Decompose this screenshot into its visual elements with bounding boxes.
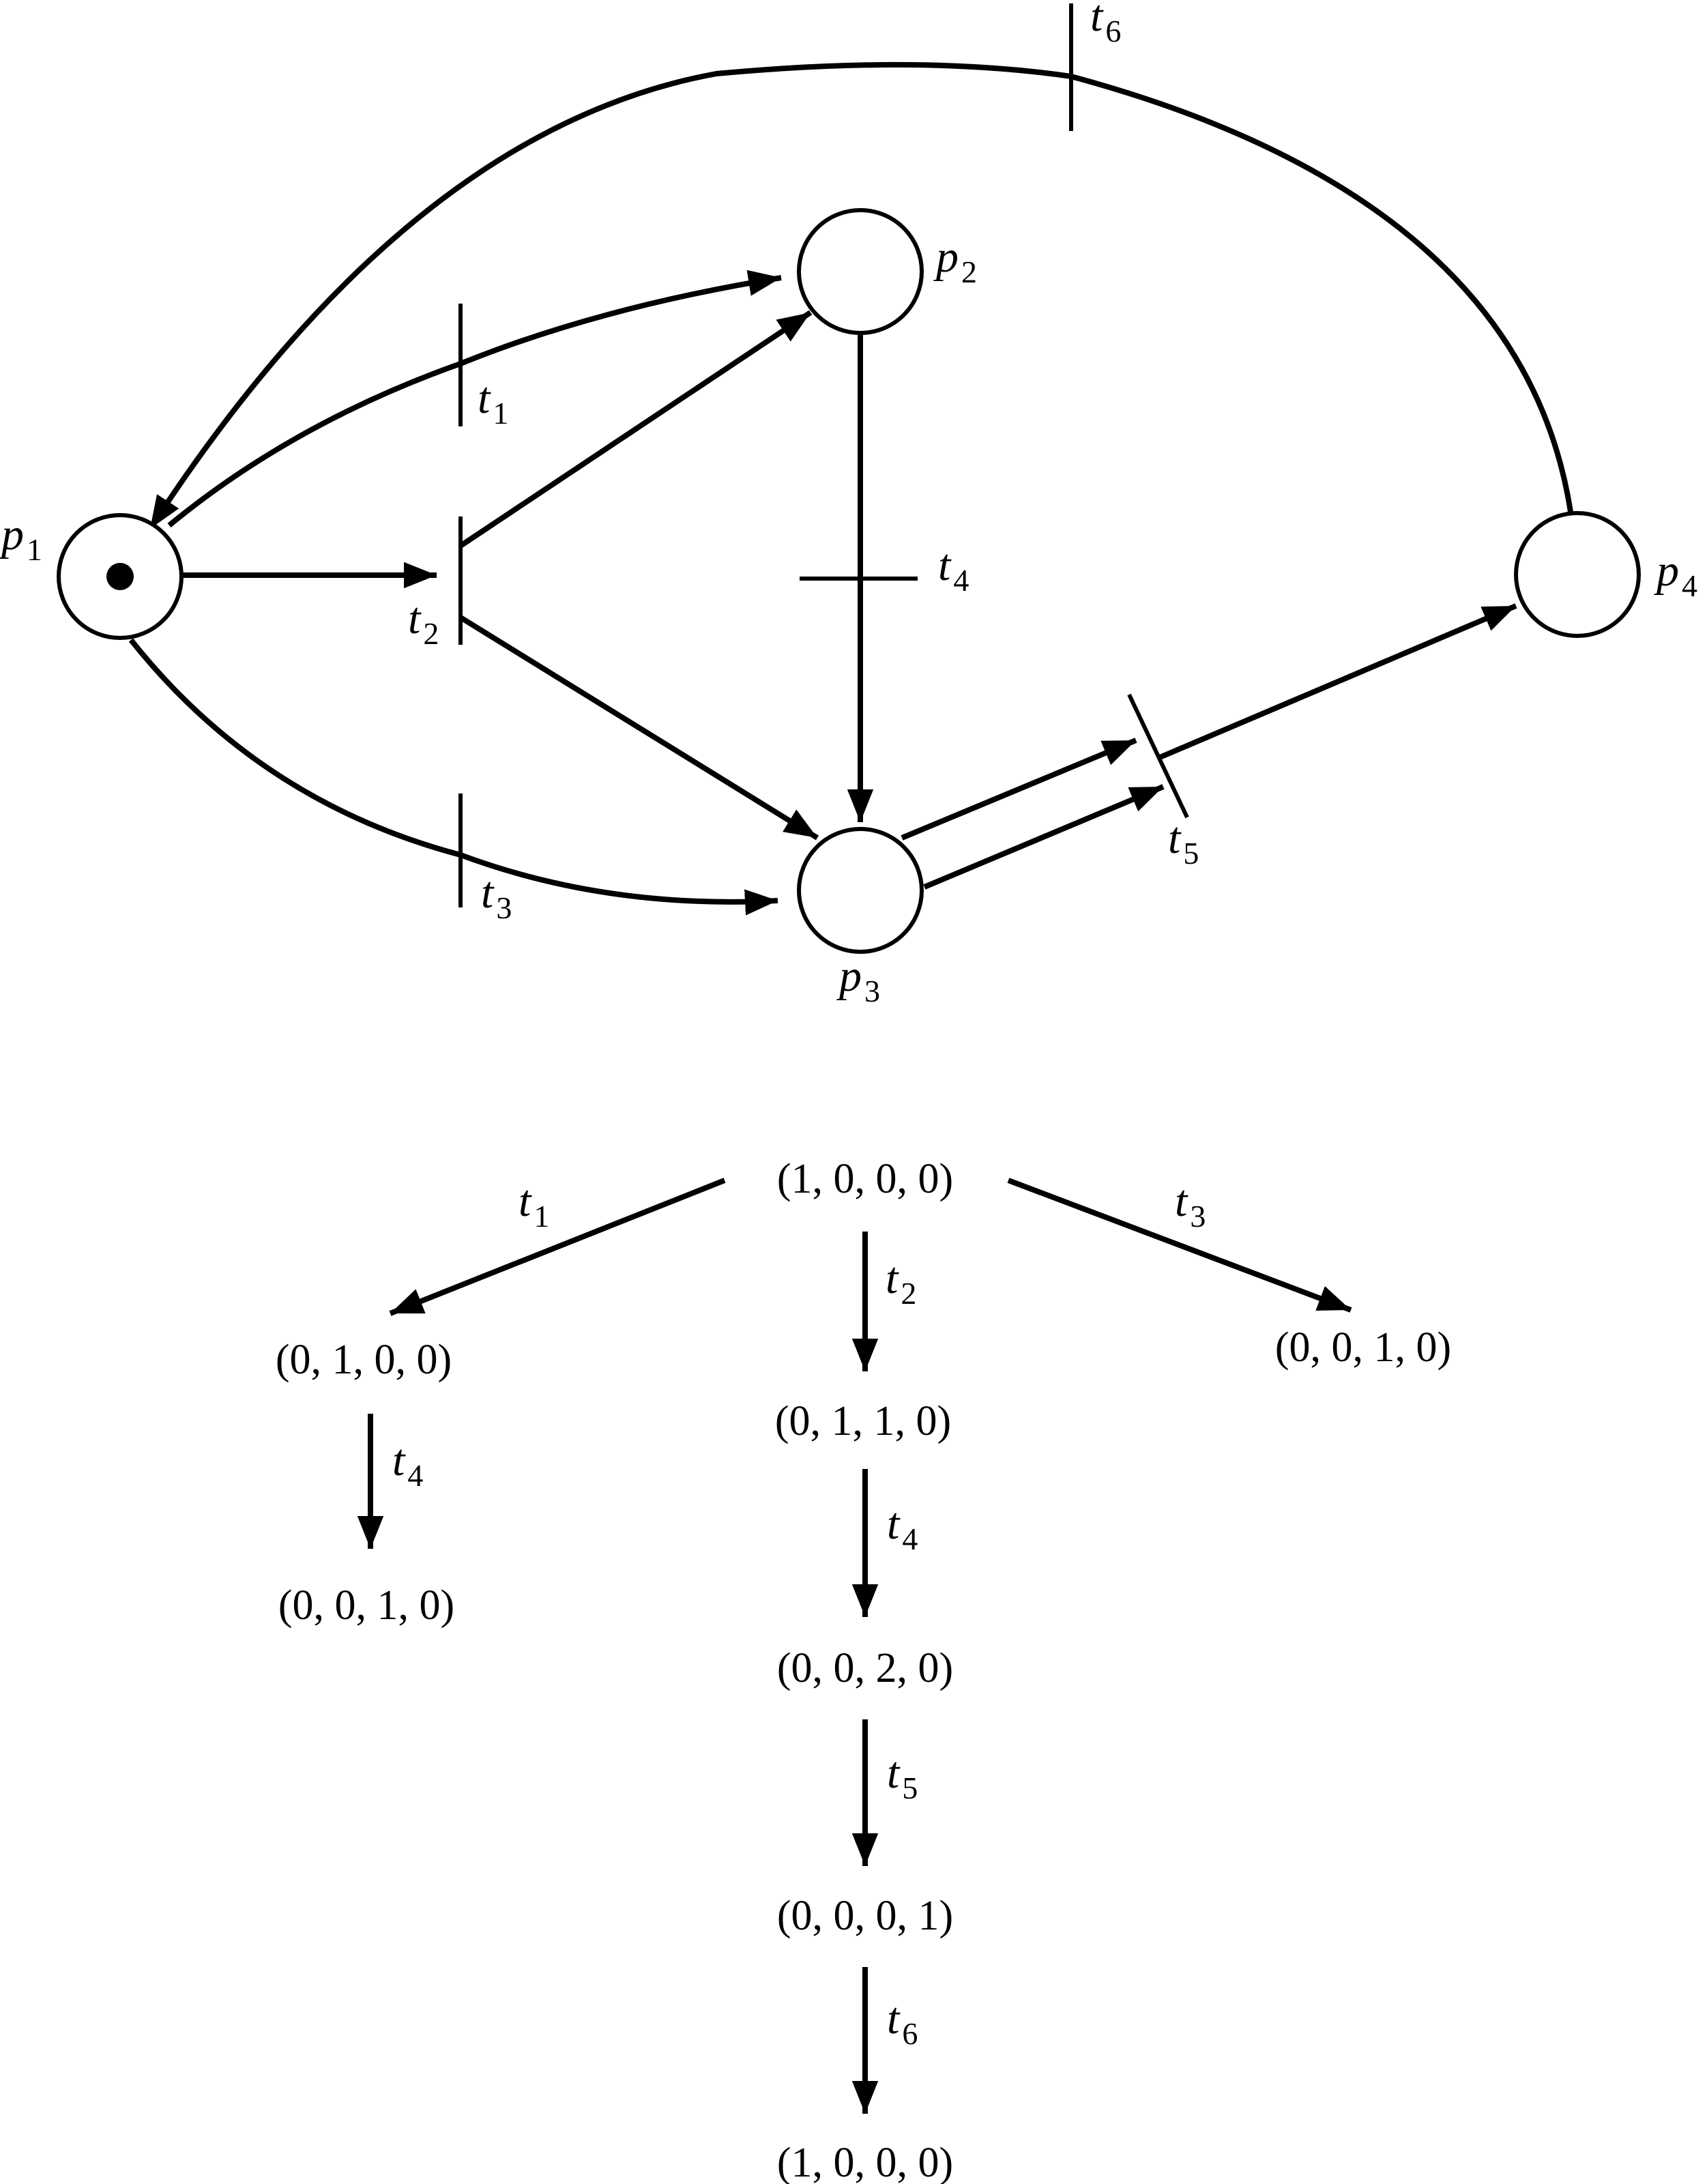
tree-node-after-t1: (0, 1, 0, 0) [276, 1337, 452, 1383]
tree-edge-n0-n3 [1007, 1178, 1352, 1313]
tree-node-after-t3: (0, 0, 1, 0) [1275, 1324, 1451, 1371]
tree-node-after-t5: (0, 0, 0, 1) [777, 1893, 953, 1939]
arc-p1-t1 [167, 361, 462, 528]
place-p3-label: p3 [836, 951, 880, 1008]
place-p4-circle [1514, 511, 1641, 638]
arc-p3-t5-b [923, 784, 1165, 890]
arc-p4-t6 [1070, 74, 1573, 512]
transition-t3-label: t3 [481, 868, 512, 925]
place-labels: p1 p2 p3 p4 [0, 232, 1697, 1008]
tree-edge-label-t1: t1 [519, 1176, 549, 1234]
tree-edges [357, 1178, 1352, 2114]
transition-t1-label: t1 [478, 373, 508, 431]
transition-t4-label: t4 [938, 540, 969, 598]
place-p3-circle [797, 827, 924, 954]
transitions [458, 3, 1189, 907]
arc-t1-p2 [459, 270, 782, 366]
place-p1-label: p1 [0, 510, 42, 567]
tree-nodes: (1, 0, 0, 0) (0, 1, 0, 0) (0, 1, 1, 0) (… [276, 1156, 1451, 2184]
tree-edge-labels: t1 t2 t3 t4 t4 t5 t6 [392, 1176, 1206, 2051]
place-p2-label: p2 [933, 232, 977, 289]
tree-edge-label-t4-left: t4 [392, 1436, 423, 1493]
tree-edge-label-t3: t3 [1175, 1176, 1206, 1234]
transition-t5-bar [1127, 693, 1189, 819]
arc-t2-p2 [458, 310, 813, 549]
place-p2-circle [797, 208, 924, 335]
arc-p3-t5-a [901, 738, 1137, 841]
tree-node-after-t6: (1, 0, 0, 0) [777, 2140, 953, 2184]
tree-edge-n0-n1 [389, 1178, 726, 1316]
tree-node-after-t2: (0, 1, 1, 0) [775, 1398, 951, 1444]
transition-t2-label: t2 [408, 594, 439, 651]
tree-edge-label-t4-center: t4 [887, 1499, 918, 1556]
place-p4-label: p4 [1654, 546, 1697, 603]
places [57, 208, 1641, 954]
transition-t6-label: t6 [1090, 0, 1121, 48]
tree-node-root: (1, 0, 0, 0) [777, 1156, 953, 1202]
arc-t6-p1 [147, 61, 1072, 531]
arc-t3-p3 [459, 852, 778, 916]
transition-labels: t1 t2 t3 t4 t5 t6 [408, 0, 1199, 925]
arc-p1-t3 [128, 638, 462, 858]
tree-node-after-t2-t4: (0, 0, 2, 0) [777, 1645, 953, 1691]
tree-node-after-t1-t4: (0, 0, 1, 0) [278, 1582, 454, 1629]
transition-t5-label: t5 [1168, 813, 1199, 871]
tree-edge-label-t5: t5 [887, 1748, 918, 1805]
arc-t2-p3 [458, 615, 819, 841]
petri-net-arcs [128, 61, 1573, 916]
token-p1 [106, 563, 134, 590]
tree-edge-label-t6: t6 [887, 1994, 918, 2051]
arc-t5-p4 [1158, 603, 1517, 760]
tree-edge-label-t2: t2 [886, 1253, 916, 1311]
